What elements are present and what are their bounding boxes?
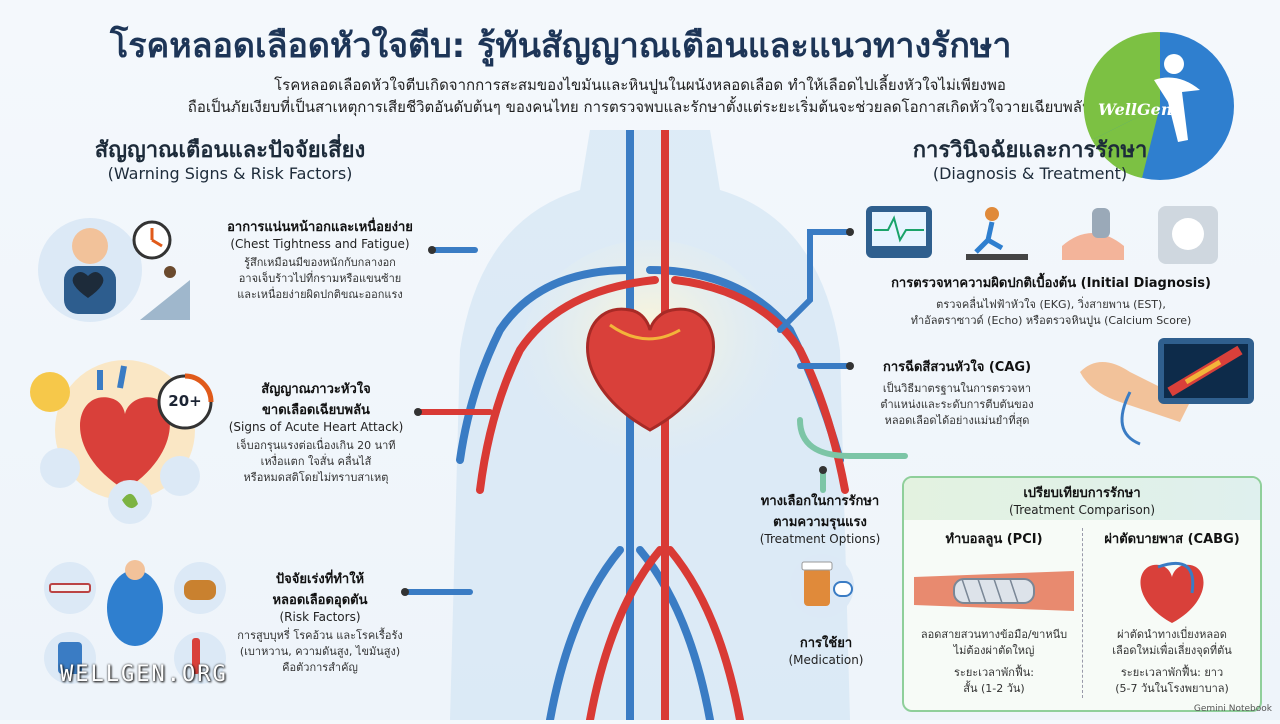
- block-heart-attack: สัญญาณภาวะหัวใจ ขาดเลือดเฉียบพลัน (Signs…: [216, 378, 416, 486]
- heart-attack-body: เจ็บอกรุนแรงต่อเนื่องเกิน 20 นาที เหงื่อ…: [216, 438, 416, 486]
- pci-recovery-line: สั้น (1-2 วัน): [963, 682, 1025, 695]
- pci-title: ทำบอลลูน (PCI): [945, 532, 1043, 547]
- footer-note: Gemini Notebook: [1193, 704, 1272, 714]
- diagnosis-body-line: ตรวจคลื่นไฟฟ้าหัวใจ (EKG), วิ่งสายพาน (E…: [936, 298, 1166, 311]
- heart-attack-sub: (Signs of Acute Heart Attack): [228, 420, 404, 434]
- risk-factors-illustration: [40, 558, 230, 708]
- block-medication: การใช้ยา (Medication): [766, 632, 886, 667]
- watermark-text: WELLGEN.ORG: [60, 662, 228, 687]
- heart-attack-illustration: 20+: [20, 350, 220, 530]
- options-sub: (Treatment Options): [759, 532, 881, 546]
- pci-column: ทำบอลลูน (PCI) ลอดสายสวนทางข้อมือ/ขาหนีบ…: [910, 528, 1078, 697]
- bypass-heart-illustration: [1140, 561, 1204, 623]
- comparison-header: เปรียบเทียบการรักษา (Treatment Compariso…: [904, 478, 1260, 520]
- medication-icon: [786, 552, 866, 622]
- cabg-column: ผ่าตัดบายพาส (CABG) ผ่าตัดนำทางเบี่ยงหลอ…: [1088, 528, 1256, 697]
- left-heading: สัญญาณเตือนและปัจจัยเสี่ยง: [94, 138, 366, 163]
- cag-body-line: ตำแหน่งและระดับการตีบตันของ: [880, 398, 1034, 411]
- risk-body-line: คือตัวการสำคัญ: [282, 661, 358, 674]
- chest-tightness-title: อาการแน่นหน้าอกและเหนื่อยง่าย: [227, 220, 413, 235]
- intro-line-1: โรคหลอดเลือดหัวใจตีบเกิดจากการสะสมของไขม…: [274, 76, 1006, 94]
- options-title-2: ตามความรุนแรง: [773, 515, 867, 530]
- chest-tightness-body: รู้สึกเหมือนมีของหนักกับกลางอก อาจเจ็บร้…: [200, 255, 440, 303]
- diagnosis-body-line: ทำอัลตราซาวด์ (Echo) หรือตรวจหินปูน (Cal…: [910, 314, 1192, 327]
- risk-factors-sub: (Risk Factors): [279, 610, 361, 624]
- page-title: โรคหลอดเลือดหัวใจตีบ: รู้ทันสัญญาณเตือนแ…: [110, 26, 1012, 66]
- risk-body-line: (เบาหวาน, ความดันสูง, ไขมันสูง): [239, 645, 401, 658]
- cabg-body-line: ผ่าตัดนำทางเบี่ยงหลอด: [1117, 628, 1227, 641]
- comparison-heading: เปรียบเทียบการรักษา: [1023, 486, 1141, 501]
- initial-diagnosis-body: ตรวจคลื่นไฟฟ้าหัวใจ (EKG), วิ่งสายพาน (E…: [846, 297, 1256, 329]
- heart-attack-body-line: หรือหมดสติโดยไม่ทราบสาเหตุ: [243, 471, 389, 484]
- heart-attack-body-line: เหงื่อแตก ใจสั่น คลื่นไส้: [260, 455, 372, 468]
- left-subheading: (Warning Signs & Risk Factors): [107, 164, 353, 183]
- block-treatment-options: ทางเลือกในการรักษา ตามความรุนแรง (Treatm…: [740, 490, 900, 546]
- timer-badge-text: 20+: [168, 392, 202, 410]
- pci-body: ลอดสายสวนทางข้อมือ/ขาหนีบ ไม่ต้องผ่าตัดใ…: [910, 627, 1078, 659]
- chest-body-line: รู้สึกเหมือนมีของหนักกับกลางอก: [244, 256, 396, 269]
- right-heading: การวินิจฉัยและการรักษา: [912, 138, 1148, 163]
- comparison-subheading: (Treatment Comparison): [1008, 503, 1156, 517]
- chest-tightness-illustration: [30, 210, 200, 330]
- cabg-recovery-line: (5-7 วันในโรงพยาบาล): [1115, 682, 1229, 695]
- cabg-recovery: ระยะเวลาพักฟื้น: ยาว (5-7 วันในโรงพยาบาล…: [1088, 665, 1256, 697]
- medication-label: การใช้ยา: [799, 636, 853, 651]
- cag-body-line: เป็นวิธีมาตรฐานในการตรวจหา: [882, 382, 1032, 395]
- initial-diagnosis-title: การตรวจหาความผิดปกติเบื้องต้น (Initial D…: [891, 276, 1211, 291]
- block-cag: การฉีดสีสวนหัวใจ (CAG) เป็นวิธีมาตรฐานใน…: [852, 356, 1062, 429]
- treatment-comparison-panel: เปรียบเทียบการรักษา (Treatment Compariso…: [902, 476, 1262, 712]
- risk-factors-title-2: หลอดเลือดอุดตัน: [272, 593, 368, 608]
- block-risk-factors: ปัจจัยเร่งที่ทำให้ หลอดเลือดอุดตัน (Risk…: [230, 568, 410, 676]
- heart-attack-title-2: ขาดเลือดเฉียบพลัน: [262, 403, 370, 418]
- pci-body-line: ไม่ต้องผ่าตัดใหญ่: [953, 644, 1035, 657]
- stent-illustration: [914, 571, 1074, 611]
- risk-body-line: การสูบบุหรี่ โรคอ้วน และโรคเรื้อรัง: [237, 629, 403, 642]
- risk-factors-body: การสูบบุหรี่ โรคอ้วน และโรคเรื้อรัง (เบา…: [230, 628, 410, 676]
- cabg-recovery-line: ระยะเวลาพักฟื้น: ยาว: [1120, 666, 1224, 679]
- wellgen-logo: WellGen: [1082, 30, 1238, 182]
- right-subheading: (Diagnosis & Treatment): [932, 164, 1128, 183]
- body-circulation-illustration: [440, 126, 860, 724]
- intro-line-2: ถือเป็นภัยเงียบที่เป็นสาเหตุการเสียชีวิต…: [187, 98, 1093, 116]
- medication-sub: (Medication): [788, 653, 864, 667]
- cabg-body: ผ่าตัดนำทางเบี่ยงหลอด เลือดใหม่เพื่อเลี่…: [1088, 627, 1256, 659]
- cag-title: การฉีดสีสวนหัวใจ (CAG): [882, 360, 1032, 375]
- risk-factors-title: ปัจจัยเร่งที่ทำให้: [275, 572, 365, 587]
- comparison-divider: [1082, 528, 1083, 698]
- heart-attack-title: สัญญาณภาวะหัวใจ: [261, 382, 371, 397]
- chest-tightness-sub: (Chest Tightness and Fatigue): [230, 237, 410, 251]
- intro-text: โรคหลอดเลือดหัวใจตีบเกิดจากการสะสมของไขม…: [140, 74, 1140, 118]
- pci-recovery: ระยะเวลาพักฟื้น: สั้น (1-2 วัน): [910, 665, 1078, 697]
- catheter-illustration: [1070, 332, 1260, 452]
- cag-body: เป็นวิธีมาตรฐานในการตรวจหา ตำแหน่งและระด…: [852, 381, 1062, 429]
- pci-body-line: ลอดสายสวนทางข้อมือ/ขาหนีบ: [920, 628, 1068, 641]
- cabg-title: ผ่าตัดบายพาส (CABG): [1104, 532, 1240, 547]
- chest-body-line: และเหนื่อยง่ายผิดปกติขณะออกแรง: [237, 288, 403, 301]
- cabg-body-line: เลือดใหม่เพื่อเลี่ยงจุดที่ตัน: [1112, 644, 1232, 657]
- diagnosis-icons: [862, 200, 1232, 270]
- cag-body-line: หลอดเลือดได้อย่างแม่นยำที่สุด: [884, 414, 1030, 427]
- chest-body-line: อาจเจ็บร้าวไปที่กรามหรือแขนซ้าย: [238, 272, 402, 285]
- logo-text: WellGen: [1098, 100, 1173, 119]
- options-title: ทางเลือกในการรักษา: [760, 494, 880, 509]
- block-initial-diagnosis: การตรวจหาความผิดปกติเบื้องต้น (Initial D…: [846, 272, 1256, 329]
- pci-recovery-line: ระยะเวลาพักฟื้น:: [954, 666, 1034, 679]
- heart-attack-body-line: เจ็บอกรุนแรงต่อเนื่องเกิน 20 นาที: [236, 439, 396, 452]
- block-chest-tightness: อาการแน่นหน้าอกและเหนื่อยง่าย (Chest Tig…: [200, 216, 440, 303]
